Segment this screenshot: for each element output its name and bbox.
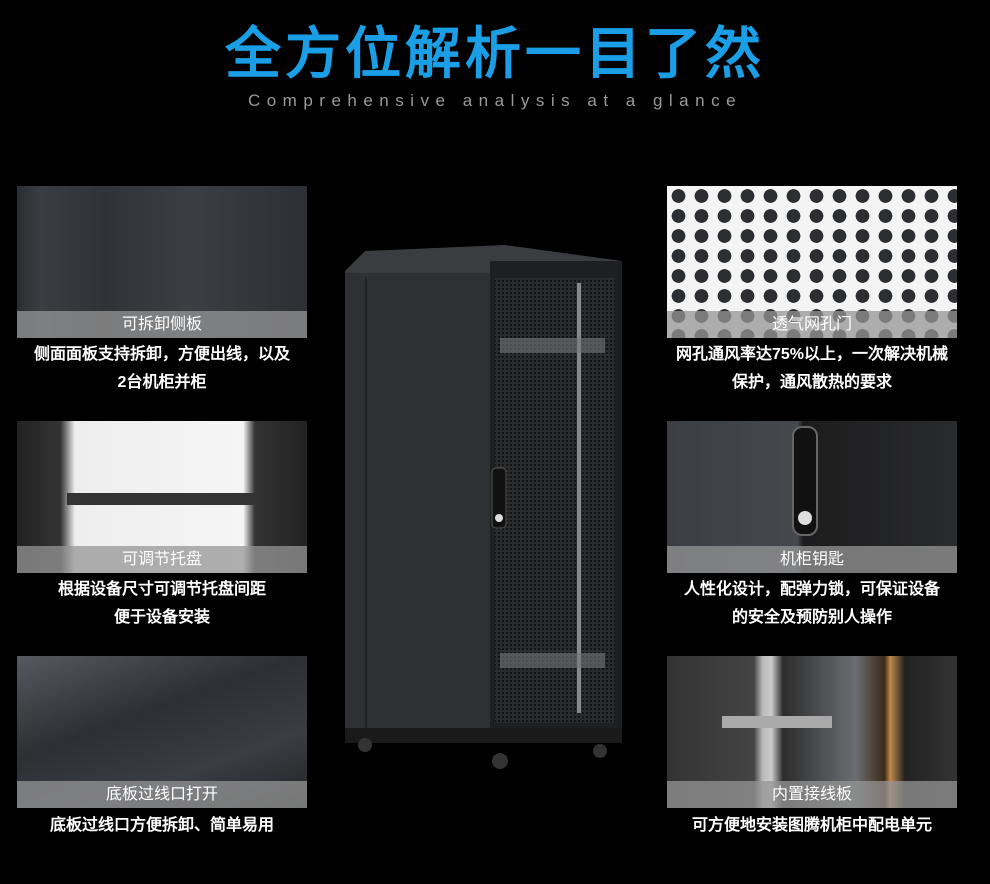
feature-image-ventilated-mesh-door: 透气网孔门 xyxy=(667,186,957,338)
feature-description: 根据设备尺寸可调节托盘间距 便于设备安装 xyxy=(0,576,327,632)
desc-line: 可方便地安装图腾机柜中配电单元 xyxy=(691,817,932,834)
page-subtitle: Comprehensive analysis at a glance xyxy=(247,91,743,110)
desc-line: 底板过线口方便拆卸、简单易用 xyxy=(49,817,274,834)
feature-image-bottom-cable-entry: 底板过线口打开 xyxy=(17,656,307,808)
feature-description: 底板过线口方便拆卸、简单易用 xyxy=(0,812,327,840)
feature-description: 网孔通风率达75%以上，一次解决机械 保护，通风散热的要求 xyxy=(647,341,977,397)
server-cabinet-image xyxy=(345,245,622,769)
desc-line: 保护，通风散热的要求 xyxy=(731,374,892,391)
desc-line: 根据设备尺寸可调节托盘间距 xyxy=(57,581,266,598)
feature-caption: 可调节托盘 xyxy=(17,546,307,573)
desc-line: 便于设备安装 xyxy=(113,609,210,626)
feature-caption: 内置接线板 xyxy=(667,781,957,808)
desc-line: 的安全及预防别人操作 xyxy=(731,609,892,626)
desc-line: 网孔通风率达75%以上，一次解决机械 xyxy=(675,346,949,363)
feature-caption: 机柜钥匙 xyxy=(667,546,957,573)
feature-image-adjustable-tray: 可调节托盘 xyxy=(17,421,307,573)
desc-line: 侧面面板支持拆卸，方便出线，以及 xyxy=(33,346,290,363)
feature-image-removable-side-panel: 可拆卸侧板 xyxy=(17,186,307,338)
feature-caption: 可拆卸侧板 xyxy=(17,311,307,338)
feature-description: 可方便地安装图腾机柜中配电单元 xyxy=(647,812,977,840)
desc-line: 人性化设计，配弹力锁，可保证设备 xyxy=(683,581,940,598)
feature-caption: 底板过线口打开 xyxy=(17,781,307,808)
desc-line: 2台机柜并柜 xyxy=(117,374,207,391)
feature-caption: 透气网孔门 xyxy=(667,311,957,338)
feature-description: 侧面面板支持拆卸，方便出线，以及 2台机柜并柜 xyxy=(0,341,327,397)
feature-image-cabinet-key: 机柜钥匙 xyxy=(667,421,957,573)
feature-image-built-in-power-strip: 内置接线板 xyxy=(667,656,957,808)
page-title: 全方位解析一目了然 xyxy=(225,22,765,85)
feature-description: 人性化设计，配弹力锁，可保证设备 的安全及预防别人操作 xyxy=(647,576,977,632)
